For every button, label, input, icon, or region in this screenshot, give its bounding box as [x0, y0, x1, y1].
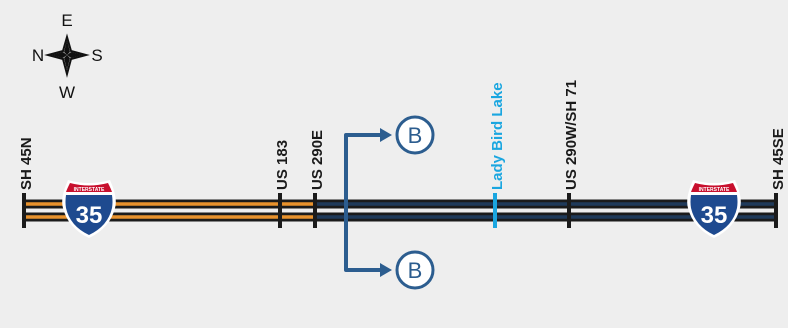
shield-number-left: 35 — [76, 202, 103, 229]
compass-south-label: S — [91, 46, 102, 65]
shield-banner-left: INTERSTATE — [74, 187, 105, 193]
route-b-badge-top — [395, 115, 435, 155]
marker-label-us290w-sh71: US 290W/SH 71 — [563, 80, 580, 190]
marker-label-us183: US 183 — [274, 140, 291, 190]
marker-label-us290e: US 290E — [309, 130, 326, 190]
highway-lines — [24, 199, 776, 222]
compass-west-label: W — [59, 83, 75, 102]
marker-labels: SH 45N US 183 US 290E Lady Bird Lake US … — [18, 80, 787, 190]
marker-label-sh45se: SH 45SE — [770, 128, 787, 190]
tick-marks — [22, 193, 778, 228]
interstate-35-shield-right: INTERSTATE 35 — [687, 180, 741, 238]
route-b-badge-bottom — [395, 250, 435, 290]
shield-number-right: 35 — [701, 202, 728, 229]
route-b-letter-bottom: B — [408, 258, 423, 283]
marker-label-sh45n: SH 45N — [18, 137, 35, 190]
interstate-35-shield-left: INTERSTATE 35 — [62, 180, 116, 238]
branch-arrow-down-icon — [380, 263, 392, 277]
branch-arrow-up-icon — [380, 128, 392, 142]
branch-connector: B B — [344, 115, 435, 290]
compass-rose: E N S W — [32, 11, 103, 102]
compass-east-label: E — [61, 11, 72, 30]
shield-banner-right: INTERSTATE — [699, 187, 730, 193]
route-b-letter-top: B — [408, 123, 423, 148]
marker-label-lady-bird-lake: Lady Bird Lake — [489, 82, 506, 190]
compass-north-label: N — [32, 46, 44, 65]
